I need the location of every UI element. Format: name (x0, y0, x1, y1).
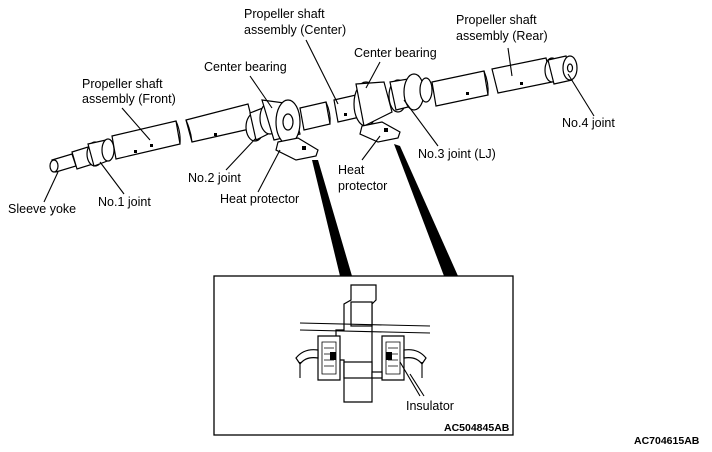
label-prop-rear-2: assembly (Rear) (456, 29, 548, 43)
center-shaft-tube (299, 94, 361, 131)
inset-code: AC504845AB (444, 422, 510, 434)
center-bearing-cross-section-icon (295, 284, 431, 403)
label-no3-joint: No.3 joint (LJ) (418, 147, 496, 161)
label-center-bearing-left: Center bearing (204, 60, 287, 74)
left-center-bearing-part (245, 99, 319, 161)
label-prop-front-2: assembly (Front) (82, 92, 176, 106)
front-shaft-tube (111, 103, 255, 160)
figure-code: AC704615AB (634, 435, 700, 447)
label-heat-protector-right-1: Heat (338, 163, 365, 177)
leader-lines (43, 39, 595, 203)
label-heat-protector-right-2: protector (338, 179, 387, 193)
label-no4-joint: No.4 joint (562, 116, 615, 130)
label-prop-center-1: Propeller shaft (244, 7, 325, 21)
no1-joint-part (86, 138, 115, 167)
label-prop-rear-1: Propeller shaft (456, 13, 537, 27)
no4-joint-part (544, 55, 578, 85)
label-heat-protector-left: Heat protector (220, 192, 299, 206)
sleeve-yoke-part (49, 146, 94, 173)
label-no2-joint: No.2 joint (188, 171, 241, 185)
right-center-bearing-part (353, 73, 433, 143)
propeller-shaft-icon (49, 55, 578, 173)
label-prop-center-2: assembly (Center) (244, 23, 346, 37)
rear-shaft-tube (431, 57, 553, 107)
label-insulator: Insulator (406, 399, 454, 413)
label-no1-joint: No.1 joint (98, 195, 151, 209)
label-prop-front-1: Propeller shaft (82, 77, 163, 91)
detail-callout-wedges (312, 144, 458, 276)
label-center-bearing-right: Center bearing (354, 46, 437, 60)
label-sleeve-yoke: Sleeve yoke (8, 202, 76, 216)
